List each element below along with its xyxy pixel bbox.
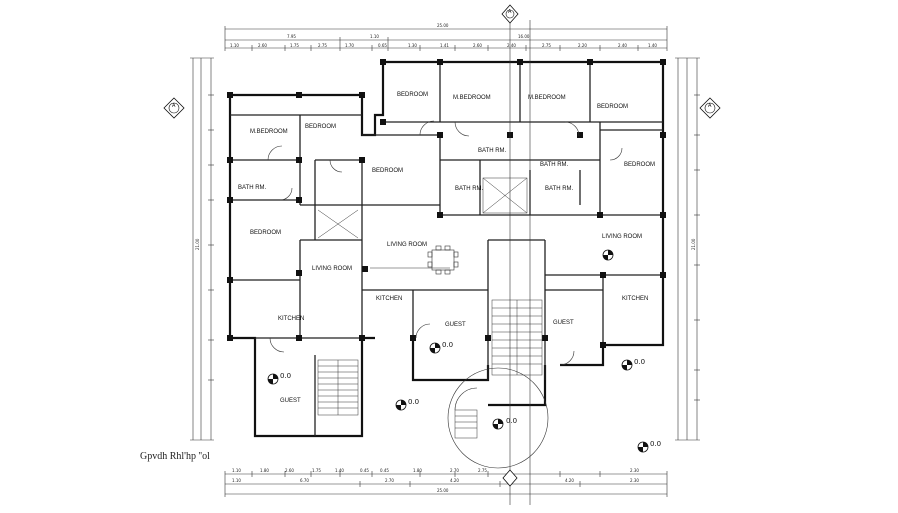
- level-marker-5: 0.0: [621, 358, 645, 371]
- section-label-right: A: [708, 103, 712, 109]
- dim-top-r10: 2.75: [542, 43, 551, 48]
- room-kitchen-right: KITCHEN: [622, 296, 648, 302]
- section-marker-top: A: [501, 4, 519, 24]
- room-labels: BEDROOM M.BEDROOM BATH RM. BEDROOM LIVIN…: [238, 92, 655, 404]
- dim-top-r4: 1.70: [345, 43, 354, 48]
- room-guest-right: GUEST: [553, 320, 574, 326]
- dim-top-r7: 1.41: [440, 43, 449, 48]
- dim-top-c: 16.00: [518, 34, 530, 39]
- dim-top-b: 1.10: [370, 34, 379, 39]
- level-text-5: 0.0: [634, 358, 645, 366]
- room-bedroom-left-top: BEDROOM: [305, 124, 336, 130]
- dim-bot1-7: 1.80: [413, 468, 422, 473]
- dim-top-a: 7.95: [287, 34, 296, 39]
- level-marker-7: [602, 249, 614, 261]
- room-bath-center1: BATH RM.: [478, 148, 507, 154]
- dim-total-top: 25.00: [437, 23, 449, 28]
- dim-bot1-9: 2.75: [478, 468, 487, 473]
- room-living-center: LIVING ROOM: [387, 242, 427, 248]
- room-bath-center4: BATH RM.: [545, 186, 574, 192]
- dim-top-r3: 2.75: [318, 43, 327, 48]
- level-text-1: 0.0: [280, 372, 291, 380]
- room-bath-center3: BATH RM.: [455, 186, 484, 192]
- room-guest-left: GUEST: [280, 398, 301, 404]
- dimension-lines: [192, 28, 698, 495]
- room-mbedroom-top3: M.BEDROOM: [528, 95, 566, 101]
- dim-bot1-0: 1.10: [232, 468, 241, 473]
- room-bedroom-center: BEDROOM: [372, 168, 403, 174]
- dim-bot2-4: 4.20: [565, 478, 574, 483]
- inner-walls: [230, 62, 663, 436]
- room-bath-center2: BATH RM.: [540, 162, 569, 168]
- level-text-2: 0.0: [442, 341, 453, 349]
- shaft-marks: [317, 177, 528, 239]
- structural-columns: [227, 59, 666, 348]
- dim-right-total: 21.00: [691, 238, 696, 250]
- dim-bot2-2: 2.70: [385, 478, 394, 483]
- dim-bot1-4: 1.40: [335, 468, 344, 473]
- dim-top-r2: 1.75: [290, 43, 299, 48]
- room-bedroom-top1: BEDROOM: [397, 92, 428, 98]
- plan-caption: Gpvdh Rhl'hp ''ol: [140, 451, 210, 462]
- dim-bot2-1: 6.70: [300, 478, 309, 483]
- dim-bot2-5: 2.30: [630, 478, 639, 483]
- outer-walls: [228, 60, 665, 438]
- dimension-ticks: [190, 26, 700, 497]
- section-marker-bottom: [502, 469, 518, 487]
- door-swings: [267, 120, 623, 366]
- dim-bot2-0: 1.10: [232, 478, 241, 483]
- dim-bot1-8: 2.70: [450, 468, 459, 473]
- dim-bot1-2: 2.60: [285, 468, 294, 473]
- dim-bot1-10: 2.30: [630, 468, 639, 473]
- room-guest-center: GUEST: [445, 322, 466, 328]
- dim-bot1-6: 0.45: [380, 468, 389, 473]
- level-marker-1: 0.0: [267, 372, 291, 385]
- dining-table: [427, 245, 459, 275]
- room-bath-left: BATH RM.: [238, 185, 267, 191]
- room-mbedroom-left: M.BEDROOM: [250, 129, 288, 135]
- section-marker-right: A: [699, 97, 721, 119]
- dim-top-r8: 2.60: [473, 43, 482, 48]
- room-kitchen-center: KITCHEN: [376, 296, 402, 302]
- dim-total-bottom: 25.00: [437, 488, 449, 493]
- level-marker-6: 0.0: [637, 440, 661, 453]
- room-living-left: LIVING ROOM: [312, 266, 352, 272]
- dim-top-r1: 2.60: [258, 43, 267, 48]
- level-marker-3: 0.0: [395, 398, 419, 411]
- dim-bot1-5: 0.45: [360, 468, 369, 473]
- section-label-left: A: [172, 103, 176, 109]
- dim-top-r0: 1.10: [230, 43, 239, 48]
- section-label-top: A: [508, 9, 512, 15]
- room-bedroom-right: BEDROOM: [624, 162, 655, 168]
- dim-bot2-3: 4.20: [450, 478, 459, 483]
- room-bedroom-left-mid: BEDROOM: [250, 230, 281, 236]
- axis-lines: [370, 10, 531, 505]
- dim-top-r11: 2.20: [578, 43, 587, 48]
- room-kitchen-left: KITCHEN: [278, 316, 304, 322]
- room-mbedroom-top2: M.BEDROOM: [453, 95, 491, 101]
- level-text-6: 0.0: [650, 440, 661, 448]
- dim-top-r9: 2.40: [507, 43, 516, 48]
- dim-bot1-1: 1.80: [260, 468, 269, 473]
- room-living-right: LIVING ROOM: [602, 234, 642, 240]
- dim-top-r5: 0.65: [378, 43, 387, 48]
- stairs-center: [447, 299, 549, 469]
- level-text-3: 0.0: [408, 398, 419, 406]
- level-marker-4: 0.0: [492, 417, 517, 430]
- dimension-texts: 25.00 7.95 1.10 16.00 1.10 2.60 1.75 2.7…: [195, 23, 696, 493]
- dim-top-r6: 1.30: [408, 43, 417, 48]
- level-markers: 0.0 0.0 0.0 0.0 0.0 0.0: [267, 249, 661, 453]
- dim-top-r12: 2.40: [618, 43, 627, 48]
- dim-left-total: 21.00: [195, 238, 200, 250]
- level-text-4: 0.0: [506, 417, 517, 425]
- stairs-left: [317, 359, 359, 416]
- section-marker-left: A: [163, 97, 185, 119]
- dim-top-r13: 1.40: [648, 43, 657, 48]
- level-marker-2: 0.0: [429, 341, 453, 354]
- room-bedroom-top4: BEDROOM: [597, 104, 628, 110]
- dim-bot1-3: 1.75: [312, 468, 321, 473]
